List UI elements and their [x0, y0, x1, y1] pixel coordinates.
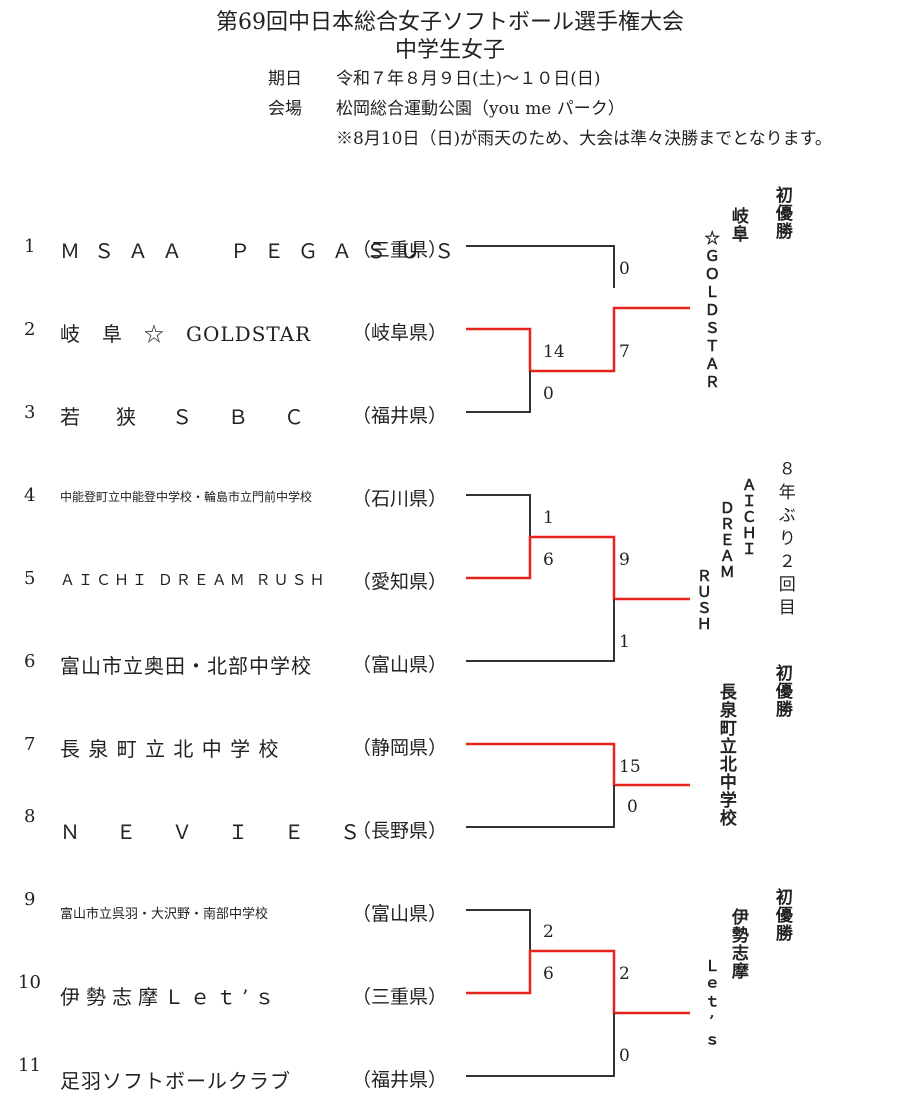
team-name: 富山市立呉羽・大沢野・南部中学校 [60, 907, 269, 922]
team-prefecture: （富山県） [352, 903, 448, 925]
venue-value: 松岡総合運動公園（you me パーク） [336, 99, 625, 119]
seed-number: 2 [24, 319, 36, 340]
team-prefecture: （三重県） [352, 239, 448, 261]
score: 15 [619, 757, 641, 777]
team-prefecture: （愛知県） [352, 571, 448, 593]
score: 6 [543, 964, 554, 984]
seed-number: 8 [24, 806, 36, 827]
date-value: 令和７年８月９日(土)～１０日(日) [336, 69, 601, 89]
score: 1 [543, 508, 554, 528]
bracket-line [466, 494, 531, 537]
team-prefecture: （三重県） [352, 986, 448, 1008]
seed-number: 4 [24, 485, 36, 506]
winner-note: ８年ぶり２回目 [774, 460, 795, 621]
bracket-line [466, 371, 531, 413]
team-name: 中能登町立中能登中学校・輪島市立門前中学校 [60, 490, 313, 504]
bracket-line [466, 599, 615, 662]
winner-name-line2: ☆ＧＯＬＤＳＴＡＲ [702, 230, 721, 392]
seed-number: 10 [18, 972, 41, 993]
team-prefecture: （富山県） [352, 654, 448, 676]
winner-name-line2: Ｌｅｔ’ｓ [702, 958, 721, 1051]
team-name: 若 狭 Ｓ Ｂ Ｃ [60, 405, 312, 429]
bracket-line [466, 245, 615, 288]
team-prefecture: （静岡県） [352, 737, 448, 759]
bracket-line-winner [466, 742, 690, 787]
team-prefecture: （岐阜県） [352, 322, 448, 344]
venue-label: 会場 [268, 99, 302, 119]
team-name: 足羽ソフトボールクラブ [60, 1069, 291, 1093]
winner-name-line1: 長泉町立北中学校 [715, 683, 736, 827]
bracket-line-winner [466, 949, 690, 1015]
division-title: 中学生女子 [394, 38, 505, 63]
bracket-line-winner [466, 306, 690, 373]
team-name: ＭＳＡＡ ＰＥＧＡＳＵＳ [60, 239, 468, 263]
team-prefecture: （福井県） [352, 1069, 448, 1091]
rain-note: ※8月10日（日)が雨天のため、大会は準々決勝までとなります。 [336, 129, 832, 149]
score: 2 [619, 964, 630, 984]
seed-number: 6 [24, 651, 36, 672]
score: 0 [627, 797, 638, 817]
bracket-line [466, 1013, 615, 1077]
winner-name-line1: 岐阜 [727, 207, 748, 243]
seed-number: 7 [24, 734, 36, 755]
team-name: 岐 阜 ☆ GOLDSTAR [60, 322, 312, 346]
team-prefecture: （石川県） [352, 488, 448, 510]
score: 6 [543, 550, 554, 570]
winner-note: 初優勝 [771, 186, 792, 240]
winner-note: 初優勝 [771, 664, 792, 718]
score: 9 [619, 550, 630, 570]
tournament-title: 第69回中日本総合女子ソフトボール選手権大会 [216, 10, 684, 35]
team-prefecture: （長野県） [352, 820, 448, 842]
team-name: 富山市立奥田・北部中学校 [60, 654, 312, 678]
team-name: 伊勢志摩Ｌｅｔ’ｓ [60, 985, 281, 1009]
score: 0 [543, 384, 554, 404]
score: 2 [543, 922, 554, 942]
winner-name-line1: 伊勢志摩 [727, 908, 748, 980]
seed-number: 5 [24, 568, 36, 589]
seed-number: 1 [24, 236, 36, 257]
team-prefecture: （福井県） [352, 405, 448, 427]
team-name: 長 泉 町 立 北 中 学 校 [60, 737, 280, 761]
winner-name-line2: ＤＲＥＡＭ [717, 500, 736, 580]
score: 0 [619, 259, 630, 279]
seed-number: 3 [24, 402, 36, 423]
bracket-line-winner [466, 535, 690, 601]
bracket-line [466, 909, 531, 951]
seed-number: 9 [24, 889, 36, 910]
score: 1 [619, 632, 630, 652]
score: 0 [619, 1046, 630, 1066]
winner-name-line1: ＡＩＣＨＩ [739, 477, 758, 557]
winner-name-line3: ＲＵＳＨ [694, 568, 713, 632]
score: 14 [543, 342, 565, 362]
bracket-line [466, 785, 615, 828]
winner-note: 初優勝 [771, 888, 792, 942]
team-name: ＡＩＣＨＩ ＤＲＥＡＭ ＲＵＳＨ [60, 571, 328, 589]
team-name: Ｎ Ｅ Ｖ Ｉ Ｅ Ｓ [60, 820, 368, 844]
score: 7 [619, 342, 630, 362]
date-label: 期日 [268, 69, 302, 89]
seed-number: 11 [18, 1055, 41, 1076]
